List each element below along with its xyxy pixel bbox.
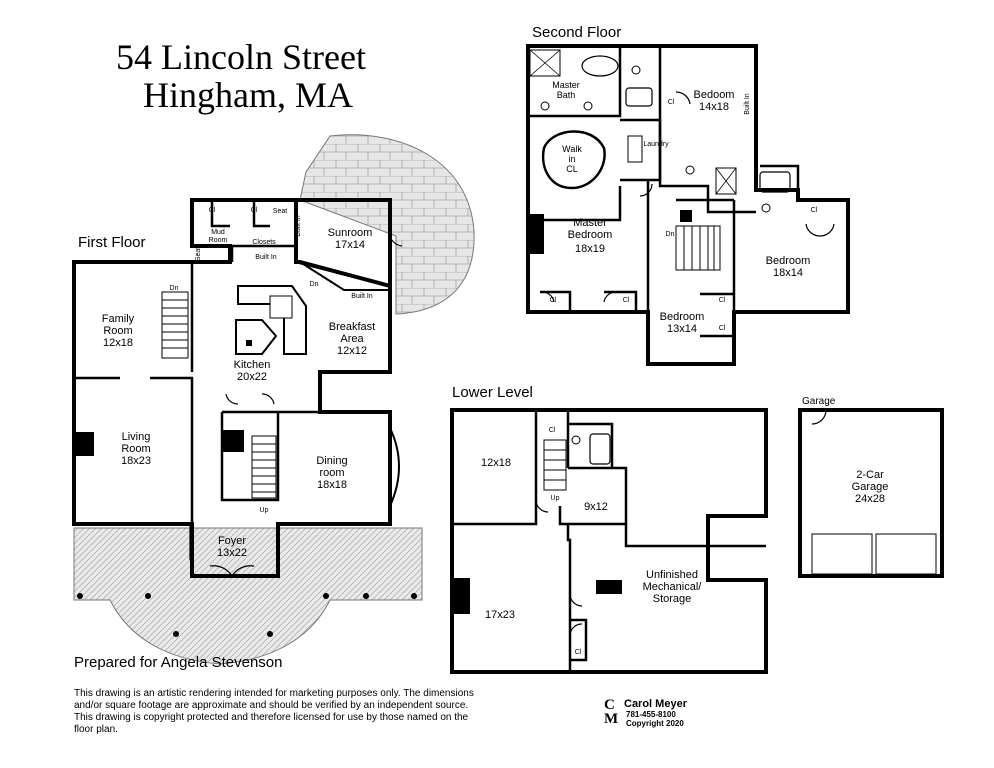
down-label-1: Dn: [170, 285, 179, 292]
closets-label: Closets: [252, 239, 276, 246]
down-label-3: Dn: [666, 231, 675, 238]
seat-label-2: Seat: [273, 208, 287, 215]
brand-copyright: Copyright 2020: [626, 719, 684, 728]
closet-label-10: Cl: [575, 649, 582, 656]
disclaimer-line: floor plan.: [74, 724, 118, 735]
address-line-1: 54 Lincoln Street: [116, 37, 366, 77]
built-in-label-1: Built In: [255, 254, 277, 261]
closet-label-9: Cl: [549, 427, 556, 434]
front-porch: [73, 527, 423, 665]
lower-level-plan: [450, 408, 768, 674]
garage-heading: Garage: [802, 396, 836, 407]
first-floor-heading: First Floor: [78, 234, 146, 251]
first-floor-plan: [72, 134, 475, 665]
garage-plan: [798, 408, 944, 578]
down-label-2: Dn: [310, 281, 319, 288]
disclaimer-line: This drawing is copyright protected and …: [74, 712, 469, 723]
closet-label-3: Cl: [550, 297, 557, 304]
brand-phone: 781-455-8100: [626, 710, 676, 719]
closet-label-6: Cl: [811, 207, 818, 214]
disclaimer-line: This drawing is an artistic rendering in…: [74, 688, 474, 699]
closet-label-4: Cl: [623, 297, 630, 304]
closet-label-5: Cl: [668, 99, 675, 106]
up-label-1: Up: [260, 507, 269, 514]
built-in-label-4: Built In: [744, 93, 751, 115]
prepared-for-text: Prepared for Angela Stevenson: [74, 654, 283, 671]
disclaimer-line: and/or square footage are approximate an…: [74, 700, 469, 711]
closet-label-2: Cl: [251, 207, 258, 214]
disclaimer: This drawing is an artistic rendering in…: [74, 688, 564, 736]
seat-label-1: Seat: [195, 247, 202, 261]
lower-room-c-label: 17x23: [485, 609, 515, 621]
laundry-label: Laundry: [643, 141, 669, 148]
built-in-label-3: Built In: [295, 215, 302, 237]
address-line-2: Hingham, MA: [143, 75, 353, 115]
second-floor-heading: Second Floor: [532, 24, 622, 41]
closet-label-7: Cl: [719, 297, 726, 304]
closet-label-8: Cl: [719, 325, 726, 332]
stone-patio: [299, 134, 475, 315]
lower-level-heading: Lower Level: [452, 384, 533, 401]
lower-room-a-label: 12x18: [481, 457, 511, 469]
closet-label-1: Cl: [209, 207, 216, 214]
second-floor-plan: [526, 44, 850, 366]
lower-room-b-label: 9x12: [584, 501, 608, 513]
built-in-label-2: Built In: [351, 293, 373, 300]
up-label-2: Up: [551, 495, 560, 502]
brand-monogram: C M: [604, 697, 619, 727]
brand-name: Carol Meyer: [624, 698, 687, 710]
